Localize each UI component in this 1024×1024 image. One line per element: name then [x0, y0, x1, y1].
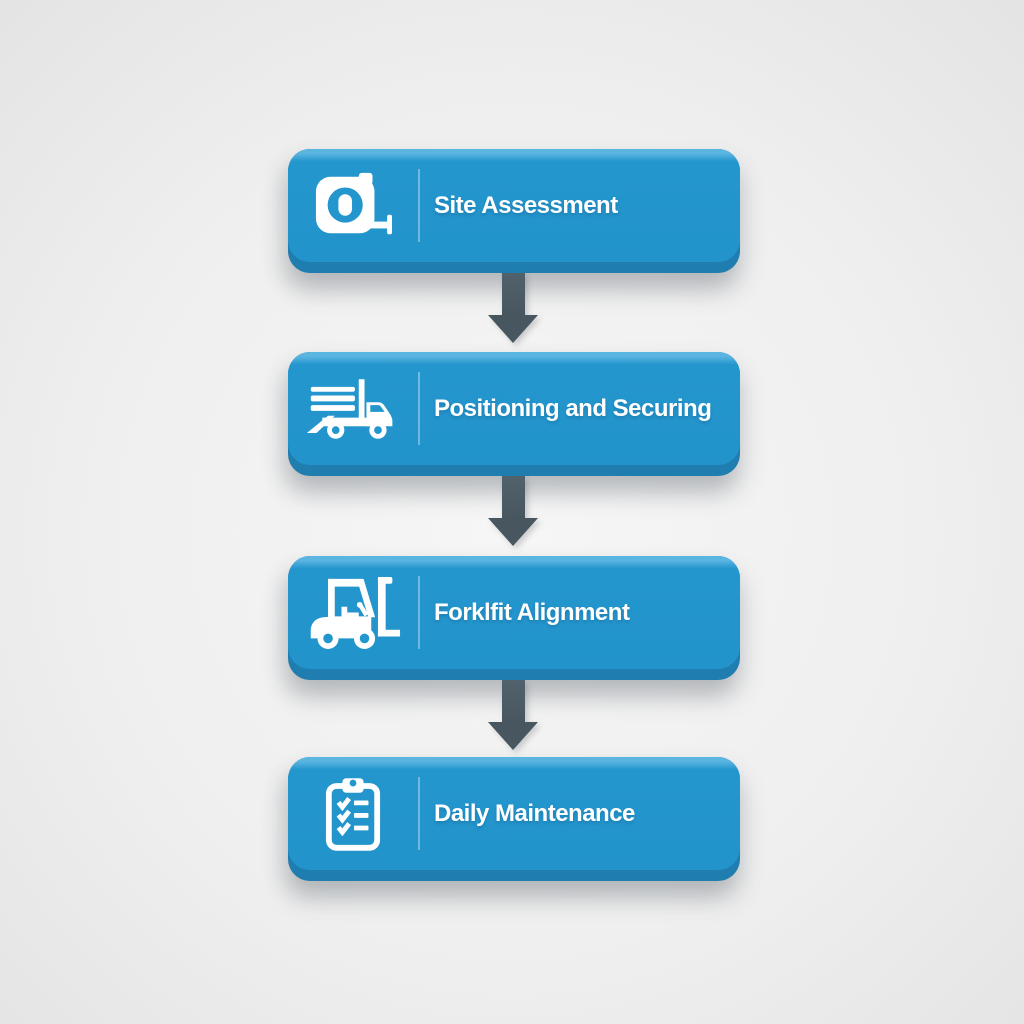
divider — [418, 169, 420, 242]
forklift-icon — [310, 576, 401, 649]
arrow-shaft — [501, 476, 525, 518]
step-site-assessment: Site Assessment — [288, 149, 740, 273]
down-arrow-icon — [488, 476, 538, 546]
arrow-head — [488, 518, 538, 546]
step-label: Site Assessment — [434, 191, 618, 219]
divider — [418, 576, 420, 649]
down-arrow-icon — [488, 273, 538, 343]
arrow-head — [488, 722, 538, 750]
step-forklift-alignment: Forklfit Alignment — [288, 556, 740, 680]
step-face: Daily Maintenance — [288, 757, 740, 870]
divider — [418, 372, 420, 445]
step-face: Positioning and Securing — [288, 352, 740, 465]
icon-cell — [288, 776, 418, 852]
step-daily-maintenance: Daily Maintenance — [288, 757, 740, 881]
arrow-head — [488, 315, 538, 343]
icon-cell — [288, 575, 418, 650]
down-arrow-icon — [488, 680, 538, 750]
tape-measure-icon — [315, 172, 392, 234]
truck-loading-ramp-icon — [306, 378, 393, 439]
step-face: Forklfit Alignment — [288, 556, 740, 669]
clipboard-checklist-icon — [325, 777, 381, 851]
step-positioning-and-securing: Positioning and Securing — [288, 352, 740, 476]
step-label: Positioning and Securing — [434, 394, 712, 422]
step-label: Daily Maintenance — [434, 799, 635, 827]
arrow-shaft — [501, 273, 525, 315]
step-label: Forklfit Alignment — [434, 598, 630, 626]
step-face: Site Assessment — [288, 149, 740, 262]
arrow-shaft — [501, 680, 525, 722]
icon-cell — [288, 377, 418, 441]
icon-cell — [288, 167, 418, 245]
divider — [418, 777, 420, 850]
